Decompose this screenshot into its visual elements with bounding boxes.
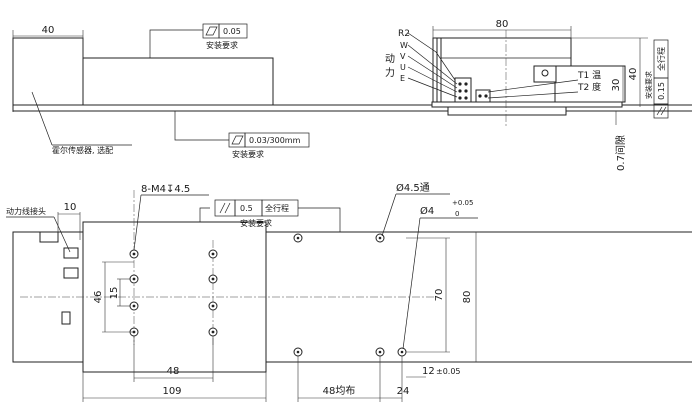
side-parallel-value: 0.15 [657,82,666,100]
top-view: 动力线接头 10 8-M4↧4.5 0.5 全行程 安装要求 Ø4.5通 Ø4 … [6,182,692,402]
label-e: E [400,74,405,83]
flatness-note: 安装要求 [206,40,238,50]
top-parallel-icon [219,202,231,214]
label-t2: T2 度 [577,81,601,93]
base-mounting-holes [293,233,407,357]
label-t1: T1 温 [577,70,601,81]
side-dim-30: 30 [611,79,622,92]
label-u: U [400,63,406,72]
connector-b [63,267,79,279]
holes-callout: 8-M4↧4.5 [141,184,190,195]
power-char-2: 力 [385,66,395,79]
dim-48: 48 [167,366,180,377]
through-hole-label: Ø4.5通 [396,182,430,194]
top-parallel-range: 全行程 [265,203,289,213]
top-parallel-symbol-box [214,199,236,217]
pin-tol-upper: +0.05 [452,199,473,207]
side-carriage [554,65,626,103]
label-v: V [400,52,406,61]
pin-tol-lower: 0 [455,210,459,218]
temp-terminal [475,89,491,103]
tapped-holes [129,249,218,337]
power-connector-label: 动力线接头 [6,206,46,216]
hall-sensor-label: 霍尔传感器, 选配 [52,145,113,155]
flatness-icon [205,26,218,36]
flatness-value: 0.05 [223,27,241,36]
pin-hole-label: Ø4 [420,205,434,217]
connector-a [63,247,79,259]
parallel-value: 0.03/300mm [249,136,301,145]
label-w: W [400,41,408,50]
base-rail [12,104,692,112]
dim-10: 10 [64,202,77,213]
flatness-symbol-box [202,23,220,39]
dim-109: 109 [162,386,181,397]
dim-80: 80 [462,291,473,304]
top-parallel-value: 0.5 [240,204,253,213]
parallel-note: 安装要求 [232,149,264,159]
motor-end-block [12,37,84,106]
dim-48-pitch: 48均布 [323,385,356,397]
dim-12: 12 [422,366,435,377]
power-char-1: 动 [385,53,395,65]
side-dim-80: 80 [496,19,509,30]
dim-12-tol: ±0.05 [436,367,461,376]
side-parallel-note: 安装要求 [644,71,653,99]
leader-r2 [407,32,456,81]
label-r2: R2 [398,29,410,39]
dim-15: 15 [109,287,120,300]
side-parallel-symbol-box [653,103,669,119]
power-terminal [454,77,472,103]
gap-label: 0.7间隙 [614,135,627,171]
hall-sensor-leader [31,91,53,146]
side-foot [447,106,567,116]
slider-carriage [82,57,274,106]
top-parallel-note: 安装要求 [240,218,272,228]
power-connector-leader [53,216,71,253]
parallel-symbol-box [228,132,246,148]
side-dim-40: 40 [628,68,639,81]
dim-46: 46 [93,291,104,304]
front-view: 40 0.05 安装要求 0.03/300mm 安装要求 霍尔传感器, 选配 [12,23,692,159]
parallel-icon [231,135,244,145]
side-base [431,101,623,108]
side-view: 80 30 40 R2 W V U E 动 力 T1 温 T2 度 全行程 0.… [385,19,669,171]
side-parallel-range: 全行程 [656,47,666,71]
dim-40-text: 40 [42,25,55,36]
dim-24: 24 [397,386,410,397]
dim-70: 70 [434,289,445,302]
parallel-lines-icon [656,106,667,116]
